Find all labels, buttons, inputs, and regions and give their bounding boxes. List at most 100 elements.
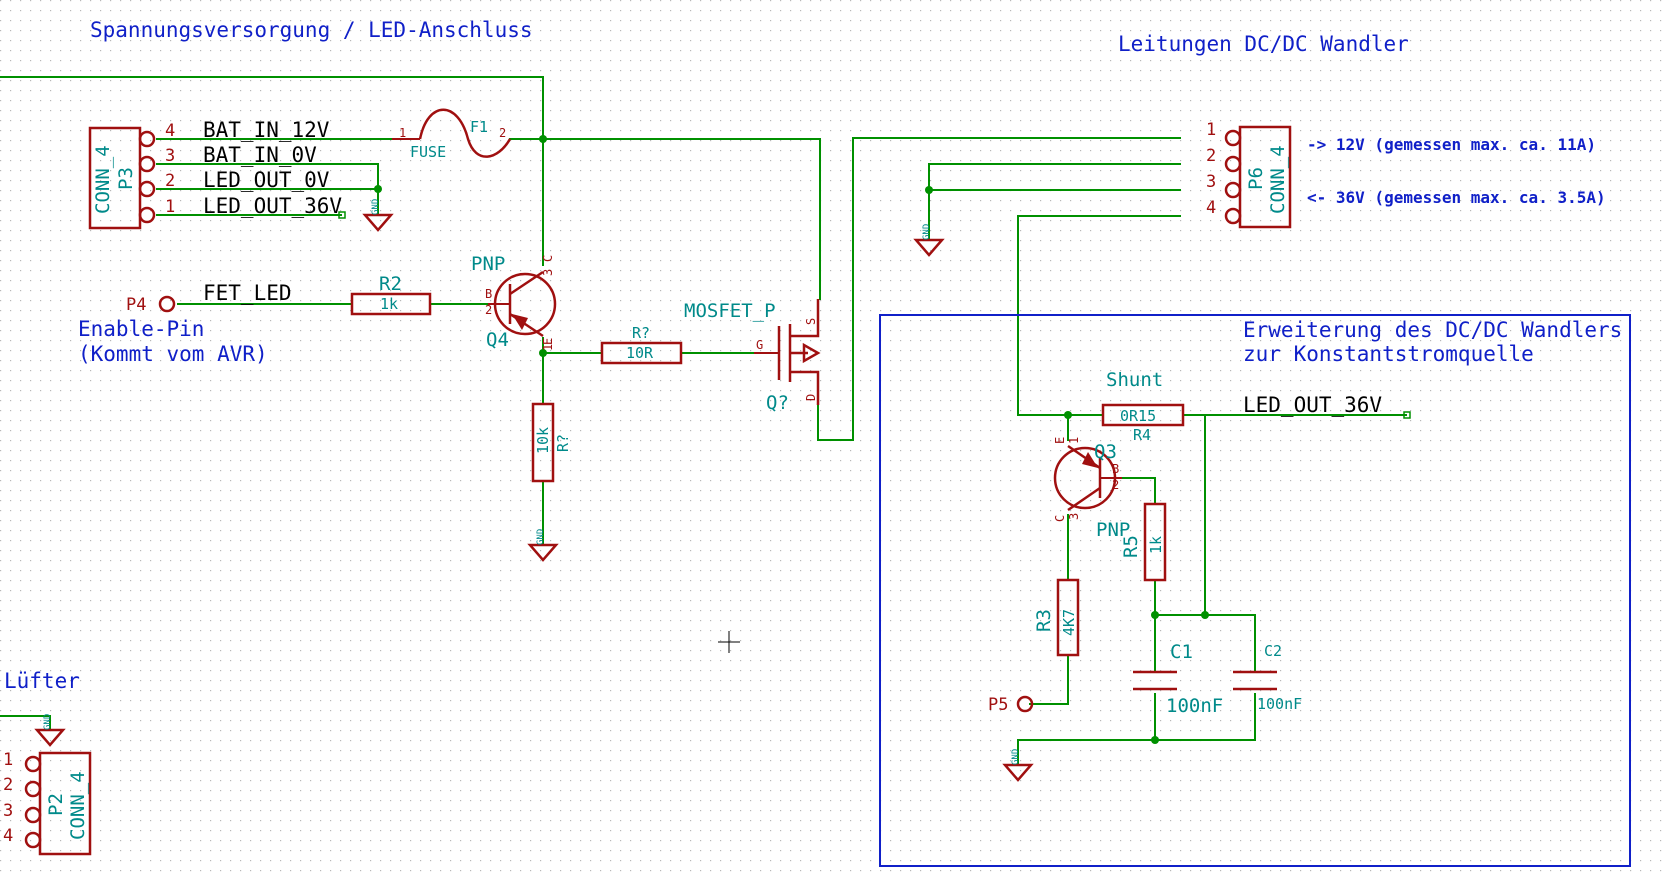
connector-p2: 1 2 3 4 P2 CONN_4 [3, 750, 92, 856]
transistor-q3-e: E [1053, 437, 1067, 444]
net-label-bat-in-12v: BAT_IN_12V [203, 118, 330, 142]
transistor-q4-b-num: 2 [485, 303, 492, 317]
fuse-pin-2: 2 [499, 126, 506, 140]
svg-text:GND: GND [371, 199, 381, 215]
transistor-q3-e-num: 1 [1067, 437, 1081, 444]
pin-p4: P4 [126, 295, 176, 315]
resistor-r3-ref: R3 [1033, 609, 1055, 632]
transistor-q4-b: B [485, 287, 492, 301]
connector-p6-body [1238, 125, 1292, 229]
transistor-q4: PNP Q4 B 2 C 3 E 1 [471, 253, 557, 351]
pin-number: 2 [165, 171, 175, 191]
transistor-q3-collector-leg [1067, 486, 1101, 512]
heading-extension-2: zur Konstantstromquelle [1243, 342, 1534, 366]
mosfet-arrow [802, 342, 821, 364]
transistor-q4-c-num: 3 [541, 269, 555, 276]
svg-text:GND: GND [536, 529, 546, 545]
junction [1151, 736, 1159, 744]
transistor-q3-value: PNP [1096, 519, 1130, 541]
wire-c-top [1154, 614, 1256, 673]
junction [539, 135, 547, 143]
enable-pin-label: Enable-Pin [78, 317, 204, 341]
mosfet-value: MOSFET_P [684, 300, 776, 322]
pin-circle [138, 206, 156, 224]
net-label-bat-in-0v: BAT_IN_0V [203, 143, 317, 167]
connector-p2-body [38, 751, 92, 856]
resistor-10k-ref: R? [554, 434, 572, 452]
resistor-r5-body [1143, 502, 1167, 582]
gnd-symbol: GND [362, 199, 394, 232]
pin-number: 3 [3, 801, 13, 821]
fuse-ref: F1 [470, 118, 488, 136]
connector-p3: 4 3 2 1 CONN_4 P3 [88, 121, 175, 230]
wire-c-gnd [1017, 693, 1256, 766]
heading-fan: Lüfter [4, 669, 80, 693]
junction [925, 186, 933, 194]
pin-number: 2 [3, 775, 13, 795]
wire-top-rail [0, 76, 544, 266]
transistor-q3-b: B [1112, 462, 1119, 476]
pin-circle [1016, 695, 1034, 713]
transistor-q3-c: C [1053, 515, 1067, 522]
transistor-q3-c-num: 3 [1067, 513, 1081, 520]
connector-p3-body [88, 126, 142, 230]
resistor-r2-body [350, 292, 432, 316]
mosfet-s: S [804, 318, 818, 325]
svg-text:GND: GND [1011, 749, 1021, 765]
pin-circle [24, 780, 42, 798]
pin-circle [138, 180, 156, 198]
enable-pin-note: (Kommt vom AVR) [78, 342, 268, 366]
junctions [374, 135, 1209, 744]
connector-p3-value: CONN_4 [92, 145, 114, 214]
heading-dcdc-lines: Leitungen DC/DC Wandler [1118, 32, 1409, 56]
mosfet-drain-leg [790, 370, 820, 405]
fuse-pin-1: 1 [399, 126, 406, 140]
transistor-q3-ref: Q3 [1094, 441, 1117, 463]
gnd-symbol: GND [1002, 749, 1034, 782]
gnd-symbol: GND [34, 714, 66, 747]
gnd-symbol: GND [913, 224, 945, 257]
transistor-q4-arrow [512, 314, 528, 330]
resistor-r5: 1k R5 [1120, 502, 1167, 582]
pin-circle [1224, 129, 1242, 147]
pin-circle [24, 831, 42, 849]
resistor-r4-body [1101, 403, 1185, 427]
fuse-symbol [418, 108, 512, 158]
resistor-r5-value: 1k [1147, 536, 1165, 554]
connector-p2-value: CONN_4 [67, 771, 89, 840]
connector-p6: 1 2 3 4 P6 CONN_4 [1206, 120, 1292, 229]
pin-number: 1 [1206, 120, 1216, 140]
wire-drain-to-p6 [817, 137, 1181, 441]
resistor-10r-value: 10R [626, 344, 654, 362]
resistor-10r: R? 10R [600, 324, 683, 365]
pin-circle [1224, 181, 1242, 199]
pin-number: 3 [1206, 172, 1216, 192]
pin-circle [138, 155, 156, 173]
net-label-end [338, 211, 346, 219]
transistor-q3-b-num: 2 [1112, 478, 1119, 492]
pin-number: 4 [1206, 198, 1216, 218]
pin-circle [1224, 207, 1242, 225]
pin-circle [24, 755, 42, 773]
transistor-q4-e: E [541, 338, 555, 345]
mosfet-q: MOSFET_P Q? G S D [684, 299, 821, 414]
pin-number: 3 [165, 146, 175, 166]
resistor-10r-ref: R? [632, 324, 650, 342]
wire-q3-base [1121, 477, 1156, 505]
resistor-r4-ref: R4 [1133, 426, 1151, 444]
junction [1064, 411, 1072, 419]
transistor-q4-e-num: 1 [541, 344, 555, 351]
mosfet-source-leg [790, 299, 820, 338]
transistor-q4-c: C [541, 255, 555, 262]
resistor-10r-body [600, 341, 683, 365]
capacitor-c1-ref: C1 [1170, 641, 1193, 663]
extension-frame [879, 314, 1631, 867]
capacitor-c2-value: 100nF [1257, 695, 1302, 713]
capacitor-c2-ref: C2 [1264, 642, 1282, 660]
pin-circle [138, 130, 156, 148]
capacitor-c1-value: 100nF [1166, 695, 1223, 717]
mosfet-g: G [756, 338, 763, 352]
resistor-r5-ref: R5 [1120, 535, 1142, 558]
fuse-f1: FUSE F1 1 2 [392, 108, 512, 161]
capacitor-c1: C1 100nF [1133, 641, 1223, 717]
